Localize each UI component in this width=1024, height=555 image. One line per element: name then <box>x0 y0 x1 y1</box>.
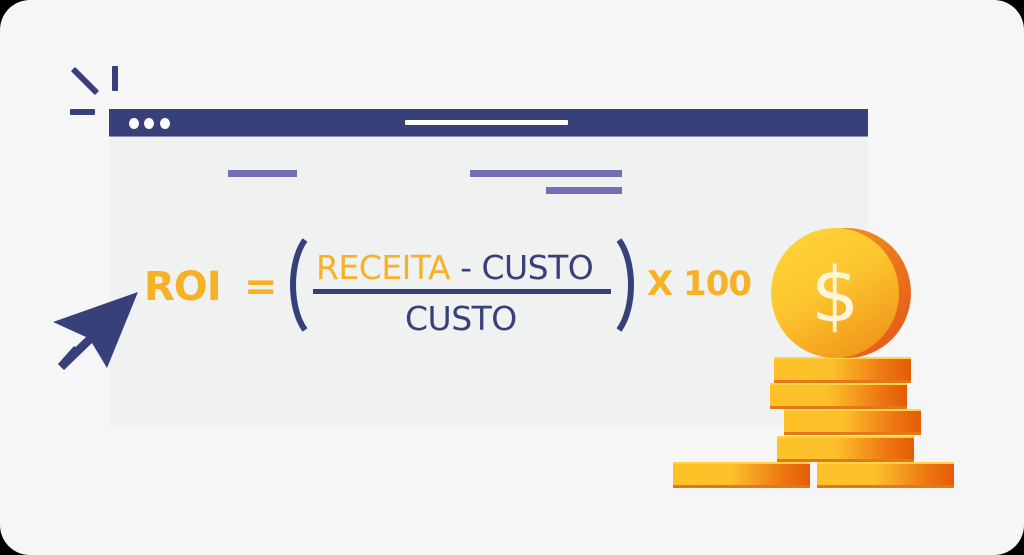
browser-window <box>109 109 868 427</box>
multiplier-x100: X 100 <box>647 264 752 304</box>
spark-line-vertical <box>112 66 118 91</box>
stacked-coin <box>673 462 810 488</box>
window-control-dot <box>144 118 154 129</box>
fraction-bar <box>313 289 611 294</box>
stacked-coin <box>817 462 954 488</box>
content-placeholder-line <box>546 187 622 194</box>
dollar-coin-icon: $ <box>771 228 911 358</box>
stacked-coin <box>774 357 911 383</box>
stacked-coin <box>770 383 907 409</box>
address-bar-placeholder <box>405 120 568 125</box>
stacked-coin <box>784 409 921 435</box>
roi-label: ROI <box>144 264 222 310</box>
dollar-symbol: $ <box>811 250 859 339</box>
spark-line-diagonal <box>70 66 100 96</box>
equals-sign: = <box>244 264 278 310</box>
content-placeholder-line <box>228 170 297 177</box>
numerator-minus-custo: - CUSTO <box>450 248 594 287</box>
window-control-dot <box>129 118 139 129</box>
numerator-receita: RECEITA <box>316 248 451 287</box>
browser-title-bar <box>109 109 868 137</box>
cursor-arrow-icon <box>53 292 138 370</box>
stacked-coin <box>777 436 914 462</box>
window-control-dot <box>160 118 170 129</box>
left-parenthesis <box>290 238 308 332</box>
content-placeholder-line <box>470 170 622 177</box>
fraction-numerator: RECEITA - CUSTO <box>316 248 594 288</box>
spark-line-horizontal <box>70 109 95 115</box>
right-parenthesis <box>616 238 634 332</box>
fraction-denominator: CUSTO <box>405 299 517 338</box>
